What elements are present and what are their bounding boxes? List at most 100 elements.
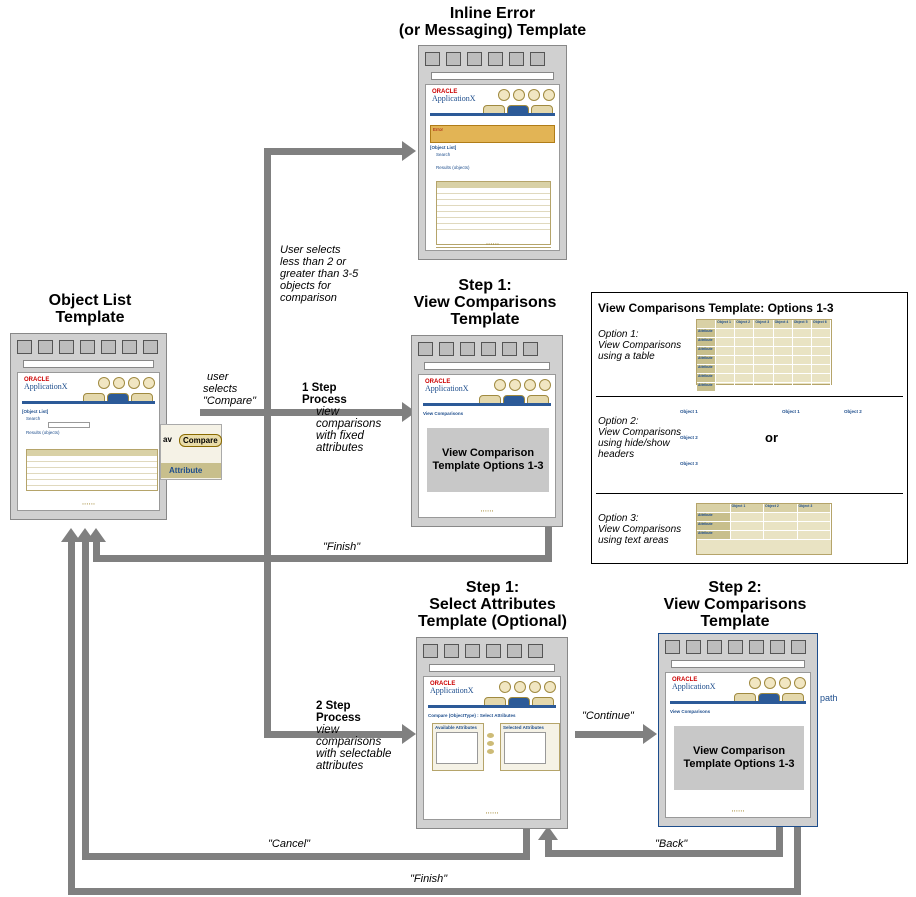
nav-bar [430,113,555,116]
note-line: comparison [280,292,337,304]
arrowhead-cancel [75,528,95,542]
connector-cancel-up [82,540,89,860]
address-bar [671,660,805,668]
title-view-step1: Step 1: View Comparisons Template [395,277,575,328]
group-header: Object 1 [680,409,698,414]
table-row: Attribute [697,374,831,383]
title-line: Inline Error [449,5,536,22]
arrowhead-step1 [402,402,416,422]
connector-back-up [545,838,552,857]
table-cell [754,338,774,346]
table-cell [793,365,812,373]
process-line: 1 Step [302,382,337,394]
table-row: Attribute [697,513,831,522]
connector-to-error [264,148,404,155]
table-cell [716,356,736,364]
page-area: ORACLE ApplicationX Compare (ObjectType)… [423,676,561,820]
title-inline-error: Inline Error (or Messaging) Template [370,5,615,39]
placeholder-line: Template Options 1-3 [683,758,795,770]
browser-toolbar [418,342,556,356]
option-line: View Comparisons [598,340,682,351]
search-input[interactable] [48,422,90,428]
arrowhead-continue [643,724,657,744]
window-select-attributes: ORACLE ApplicationX Compare (ObjectType)… [416,637,568,829]
row-header: Attribute [697,374,717,382]
footer-links: ▪ ▪ ▪ ▪ ▪ ▪ [731,809,745,813]
option-line: using hide/show [598,438,670,449]
table-cell [774,338,793,346]
table-row: Attribute [697,522,831,531]
nav-bar [423,403,551,406]
footer-links: ▪ ▪ ▪ ▪ ▪ ▪ [485,811,499,815]
process-line: Process [316,712,361,724]
nav-bar [670,701,806,704]
selected-list[interactable] [504,732,546,764]
process-line: comparisons [316,418,382,430]
arrowhead-finish-bottom [61,528,81,542]
title-line: View Comparisons [663,596,807,613]
address-bar [23,360,154,368]
nav-bar [22,401,155,404]
process-line: attributes [316,760,364,772]
address-bar [431,72,554,80]
row-header: Attribute [697,338,717,346]
table-row: Attribute [697,531,831,540]
connector-from-list [200,409,270,416]
app-name: ApplicationX [432,94,476,103]
comparison-placeholder: View Comparison Template Options 1-3 [674,726,804,790]
title-line: Step 1: [465,579,520,596]
window-view-step1: ORACLE ApplicationX View Comparisons Vie… [411,335,563,527]
window-object-list: ORACLE ApplicationX [Object List] Search… [10,333,167,520]
path-label: path [820,693,838,703]
table-cell [731,531,764,539]
oracle-logo: ORACLE [430,681,456,687]
group-header: Object 1 [782,409,800,414]
row-header: Attribute [697,513,731,521]
option-line: Option 2: [598,416,639,427]
row-header: Attribute [697,365,717,373]
option2-headers: Object 1 Object 2 Object 3 [680,409,760,479]
window-view-step2: ORACLE ApplicationX View Comparisons Vie… [658,633,818,827]
connector-to-select [264,731,404,738]
address-bar [429,664,555,672]
table-cell [754,347,774,355]
connector-finish-top [93,555,552,562]
column-header: Object 4 [773,320,793,328]
connector-cancel [82,853,530,860]
table-cell [716,365,736,373]
view-comparisons-heading: View Comparisons [423,411,464,416]
option1-label: Option 1: View Comparisons using a table [598,329,681,362]
connector-back [545,850,783,857]
available-list[interactable] [436,732,478,764]
title-line: Select Attributes [429,596,556,613]
option2-label: Option 2: View Comparisons using hide/sh… [598,416,681,460]
global-icons [749,677,806,689]
option-line: Option 1: [598,329,639,340]
oracle-logo: ORACLE [672,677,698,683]
table-cell [735,365,755,373]
table-cell [716,338,736,346]
note-line: User selects [280,244,341,256]
option-line: Option 3: [598,513,639,524]
table-cell [735,338,755,346]
connector-finish-bottom [68,888,801,895]
option-line: using text areas [598,535,669,546]
global-icons [98,377,155,389]
options-panel: View Comparisons Template: Options 1-3 O… [591,292,908,564]
footer-links: ▪ ▪ ▪ ▪ ▪ ▪ [486,242,499,246]
table-cell [812,374,831,382]
shuttle-controls[interactable] [487,733,495,759]
table-cell [754,374,774,382]
table-cell [798,531,831,539]
group-header: Object 3 [680,461,698,466]
page-area: ORACLE ApplicationX Error [Object List] … [425,84,560,251]
or-label: or [765,430,778,445]
note-line: less than 2 or [280,256,347,268]
option-line: using a table [598,351,655,362]
table-row: Attribute [697,356,831,365]
table-cell [754,383,774,391]
note-line: "Compare" [203,395,257,407]
global-icons [499,681,556,693]
compare-button[interactable]: Compare [179,434,222,447]
